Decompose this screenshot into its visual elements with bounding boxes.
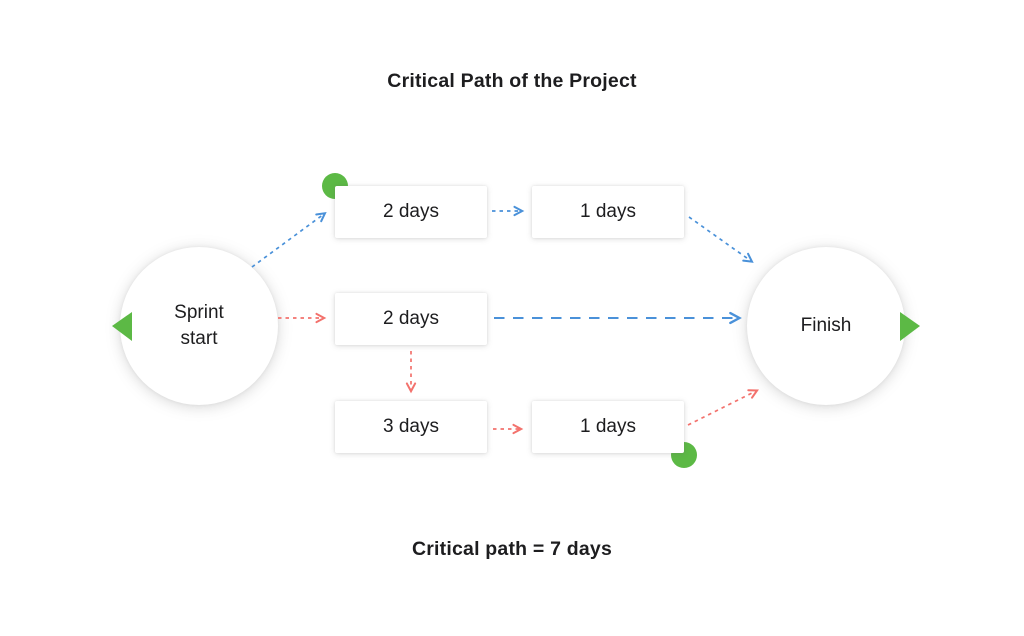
task-duration-label: 1 days	[580, 201, 636, 222]
task-node-bottom-1: 3 days	[335, 401, 487, 453]
start-triangle-icon	[112, 312, 132, 341]
edge-task-top-2-to-finish	[688, 216, 754, 263]
task-duration-label: 1 days	[580, 416, 636, 437]
task-duration-label: 2 days	[383, 308, 439, 329]
edge-task-bottom-2-to-finish	[687, 389, 759, 426]
diagram-title: Critical Path of the Project	[387, 70, 637, 92]
edge-start-to-task-top-1	[251, 212, 327, 268]
node-finish: Finish	[747, 247, 905, 405]
task-node-middle: 2 days	[335, 293, 487, 345]
task-node-top-2: 1 days	[532, 186, 684, 238]
task-duration-label: 3 days	[383, 416, 439, 437]
task-duration-label: 2 days	[383, 201, 439, 222]
critical-path-summary: Critical path = 7 days	[411, 538, 613, 560]
node-finish-label: Finish	[800, 315, 852, 337]
finish-triangle-icon	[900, 312, 920, 341]
task-node-bottom-2: 1 days	[532, 401, 684, 453]
node-sprint-start: Sprint start	[120, 247, 278, 405]
task-node-top-1: 2 days	[335, 186, 487, 238]
node-sprint-start-label: Sprint start	[174, 302, 224, 349]
